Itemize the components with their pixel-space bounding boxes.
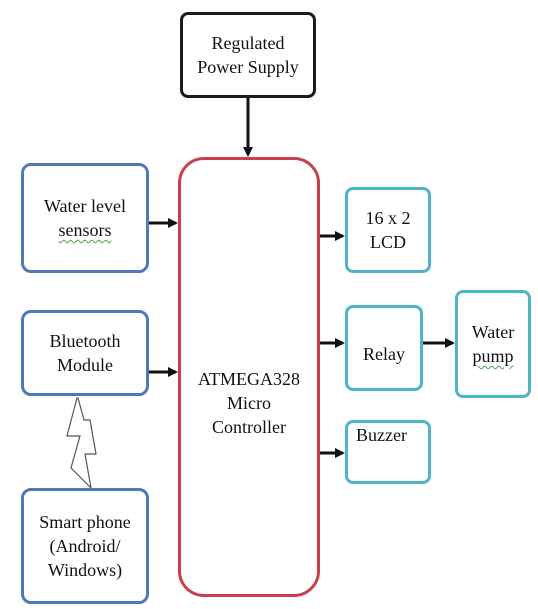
water-level-label-2: sensors bbox=[58, 220, 112, 240]
power-supply-label-1: Regulated bbox=[211, 33, 285, 53]
lcd-label-1: 16 x 2 bbox=[365, 208, 411, 228]
smartphone-label-1: Smart phone bbox=[39, 512, 131, 532]
water-pump-label-1: Water bbox=[471, 322, 515, 342]
relay-label: Relay bbox=[363, 344, 405, 364]
bluetooth-module-block: Bluetooth Module bbox=[21, 310, 149, 396]
mcu-label-3: Controller bbox=[212, 417, 286, 437]
wireless-link-icon bbox=[66, 397, 97, 490]
lcd-block: 16 x 2 LCD bbox=[345, 187, 431, 273]
power-supply-block: Regulated Power Supply bbox=[180, 12, 316, 98]
lcd-label-2: LCD bbox=[370, 232, 406, 252]
smartphone-label-2: (Android/ bbox=[49, 536, 121, 556]
bluetooth-label-2: Module bbox=[57, 355, 113, 375]
microcontroller-block: ATMEGA328 Micro Controller bbox=[178, 157, 320, 597]
bluetooth-label-1: Bluetooth bbox=[49, 331, 121, 351]
water-pump-label-2: pump bbox=[472, 346, 514, 366]
smartphone-block: Smart phone (Android/ Windows) bbox=[21, 488, 149, 604]
mcu-label-2: Micro bbox=[227, 393, 271, 413]
buzzer-label: Buzzer bbox=[356, 425, 407, 445]
water-level-label-1: Water level bbox=[43, 196, 126, 216]
relay-block: Relay bbox=[345, 305, 423, 391]
smartphone-label-3: Windows) bbox=[47, 560, 123, 580]
water-pump-block: Water pump bbox=[455, 290, 531, 398]
buzzer-block: Buzzer bbox=[345, 420, 431, 484]
mcu-label-1: ATMEGA328 bbox=[198, 369, 300, 389]
water-level-sensors-block: Water level sensors bbox=[21, 163, 149, 273]
power-supply-label-2: Power Supply bbox=[197, 57, 299, 77]
